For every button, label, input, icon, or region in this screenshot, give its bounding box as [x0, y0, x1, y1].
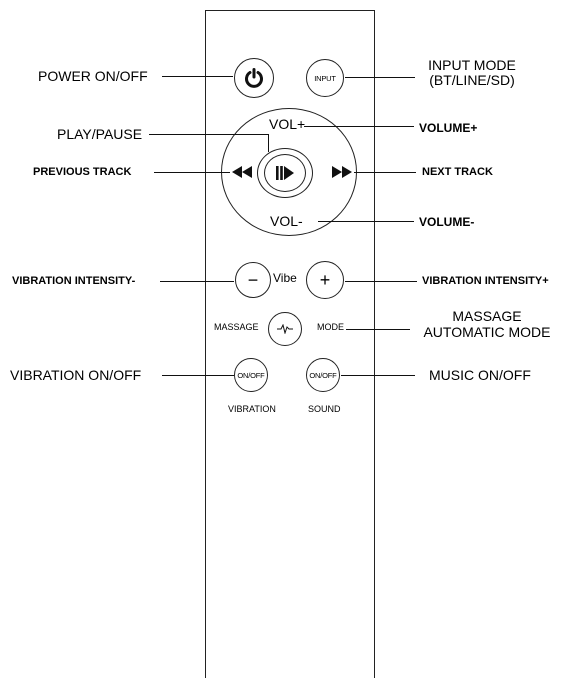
leader-line-volplus	[304, 126, 414, 127]
leader-line-vibminus	[160, 281, 234, 282]
vol-plus-label[interactable]: VOL+	[269, 116, 306, 132]
callout-massage-line1: MASSAGE	[452, 308, 522, 324]
leader-line-input	[345, 77, 415, 78]
callout-massage-line2: AUTOMATIC MODE	[423, 324, 551, 340]
callout-vib-minus: VIBRATION INTENSITY-	[12, 275, 136, 287]
callout-input-mode-line2: (BT/LINE/SD)	[429, 72, 515, 88]
input-button[interactable]: INPUT	[306, 59, 344, 97]
leader-line-play-v	[268, 134, 269, 152]
mode-label: MODE	[317, 322, 344, 332]
play-pause-icon	[276, 166, 294, 180]
plus-sign: +	[319, 269, 331, 290]
callout-power: POWER ON/OFF	[38, 68, 148, 84]
leader-line-massage	[346, 329, 410, 330]
callout-volume-minus: VOLUME-	[419, 215, 475, 229]
play-pause-button[interactable]	[257, 148, 313, 198]
callout-play-pause: PLAY/PAUSE	[57, 126, 143, 142]
vibration-onoff-button[interactable]: ON/OFF	[234, 358, 268, 392]
rewind-icon[interactable]	[232, 166, 252, 178]
fast-forward-icon[interactable]	[332, 166, 352, 178]
callout-input-mode: INPUT MODE (BT/LINE/SD)	[418, 58, 526, 87]
callout-next: NEXT TRACK	[422, 166, 493, 178]
leader-line-vibplus	[345, 281, 417, 282]
leader-line-musiconoff	[341, 375, 415, 376]
massage-mode-button[interactable]	[268, 312, 302, 346]
remote-body	[205, 10, 375, 678]
leader-line-next	[354, 172, 416, 173]
leader-line-power	[162, 76, 233, 77]
vibration-onoff-label: ON/OFF	[237, 370, 265, 380]
vibe-plus-button[interactable]: +	[306, 261, 344, 299]
callout-input-mode-line1: INPUT MODE	[428, 57, 516, 73]
vol-minus-label[interactable]: VOL-	[270, 213, 303, 229]
vibration-label: VIBRATION	[228, 404, 276, 414]
sound-onoff-label: ON/OFF	[309, 370, 337, 380]
leader-line-vibonoff	[162, 375, 234, 376]
sound-label: SOUND	[308, 404, 341, 414]
pulse-icon	[277, 324, 293, 334]
power-button[interactable]	[234, 58, 274, 98]
minus-sign: −	[247, 269, 259, 290]
callout-vibration-onoff: VIBRATION ON/OFF	[10, 367, 142, 383]
callout-volume-plus: VOLUME+	[419, 121, 478, 135]
power-icon	[245, 68, 263, 88]
leader-line-volminus	[318, 221, 414, 222]
callout-massage: MASSAGE AUTOMATIC MODE	[412, 309, 562, 339]
callout-vib-plus: VIBRATION INTENSITY+	[422, 275, 549, 287]
leader-line-play	[149, 134, 269, 135]
sound-onoff-button[interactable]: ON/OFF	[306, 358, 340, 392]
callout-music-onoff: MUSIC ON/OFF	[429, 367, 531, 383]
massage-label: MASSAGE	[214, 322, 259, 332]
vibe-minus-button[interactable]: −	[235, 262, 271, 298]
vibe-label: Vibe	[273, 271, 297, 285]
leader-line-prev	[154, 172, 230, 173]
input-button-label: INPUT	[314, 73, 336, 83]
callout-previous: PREVIOUS TRACK	[33, 166, 132, 178]
